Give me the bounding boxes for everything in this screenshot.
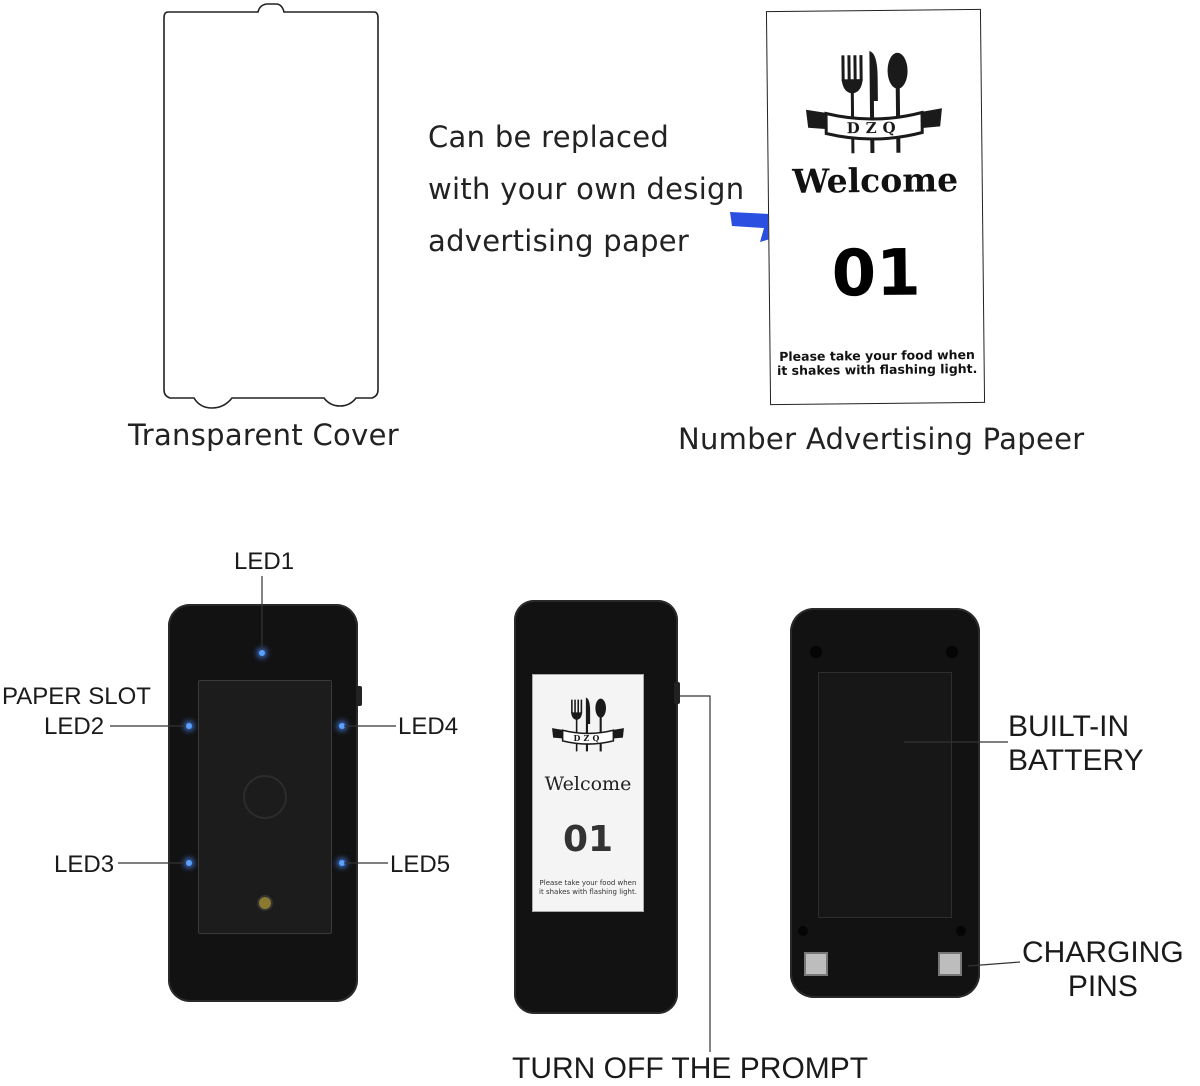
charging-pin-left (804, 952, 828, 976)
transparent-cover-illustration (163, 3, 379, 409)
led2-label: LED2 (44, 713, 105, 740)
battery-cover (818, 672, 952, 918)
advertising-paper-caption: Number Advertising Papeer (678, 422, 1085, 456)
pager-back-device (790, 608, 980, 998)
prompt-off-button (674, 682, 680, 704)
led5-label: LED5 (390, 851, 451, 878)
turn-off-prompt-label: TURN OFF THE PROMPT (512, 1052, 869, 1085)
mini-welcome-text: Welcome (544, 773, 632, 795)
prompt-callout-line (680, 695, 711, 1052)
paper-slot-label: PAPER SLOT (2, 683, 151, 710)
pager-front-device (168, 604, 362, 1002)
replace-note-line-2: with your own design (428, 172, 745, 206)
screw-top-left (810, 646, 822, 658)
inserted-ad-paper: DZQ Welcome 01 Please take your food whe… (532, 674, 644, 912)
speaker-circle (243, 775, 287, 819)
transparent-cover-caption: Transparent Cover (128, 418, 399, 452)
back-callout-lines (904, 741, 1021, 967)
replace-note-line-1: Can be replaced (428, 120, 670, 154)
charging-pins-label: CHARGING PINS (1022, 936, 1184, 1003)
mini-logo-text: DZQ (573, 734, 602, 743)
screw-bottom-right (956, 926, 966, 936)
led2-light (186, 723, 192, 729)
led5-light (339, 860, 345, 866)
side-button (356, 686, 362, 706)
vibration-motor (257, 895, 273, 911)
led3-label: LED3 (54, 851, 115, 878)
built-in-battery-label: BUILT-IN BATTERY (1008, 710, 1144, 777)
led4-label: LED4 (398, 713, 459, 740)
number-advertising-paper: DZQ Welcome 01 Please take your food whe… (765, 8, 986, 406)
paper-slot-window (198, 680, 332, 934)
ad-note-text: Please take your food when it shakes wit… (776, 346, 978, 379)
mini-utensils-logo-icon: DZQ (552, 697, 624, 752)
mini-note-text: Please take your food when it shakes wit… (539, 879, 637, 896)
led3-light (186, 860, 192, 866)
front-callout-lines (110, 576, 396, 864)
led1-light (259, 650, 265, 656)
ad-number-text: 01 (831, 236, 922, 312)
screw-top-right (946, 646, 958, 658)
led1-label: LED1 (234, 548, 295, 575)
charging-pin-right (938, 952, 962, 976)
ad-logo-text: DZQ (847, 119, 902, 138)
pager-with-paper-device: DZQ Welcome 01 Please take your food whe… (514, 600, 680, 1014)
utensils-logo-icon: DZQ (805, 51, 942, 154)
led4-light (339, 723, 345, 729)
replace-note-line-3: advertising paper (428, 224, 690, 258)
ad-welcome-text: Welcome (792, 160, 959, 201)
screw-bottom-left (798, 926, 808, 936)
mini-number-text: 01 (562, 819, 614, 860)
